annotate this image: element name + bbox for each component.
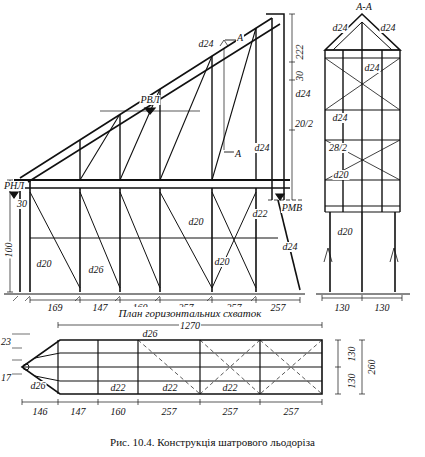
dimension-label: 130 — [347, 346, 357, 363]
dimension-label: 222 — [295, 44, 305, 61]
plan-of-clamps — [12, 322, 365, 405]
dimension-label: 146 — [32, 407, 49, 417]
dimension-label: d26 — [142, 329, 159, 339]
dimension-label: d24 — [295, 89, 312, 99]
dimension-label: 147 — [70, 407, 87, 417]
section-a-a — [316, 14, 410, 301]
dimension-label: d20 — [333, 170, 350, 180]
dimension-label: 257 — [161, 407, 178, 417]
dimension-label: А — [236, 33, 244, 43]
dimension-label: 147 — [92, 303, 109, 313]
dimension-label: 257 — [270, 303, 287, 313]
dimension-label: А — [234, 149, 242, 159]
dimension-label: d26 — [88, 265, 105, 275]
dimension-label: d24 — [198, 39, 215, 49]
dimension-label: РМВ — [281, 203, 303, 213]
dimension-label: 30 — [16, 199, 28, 209]
dimension-label: 257 — [283, 407, 300, 417]
dimension-label: А-А — [355, 2, 373, 12]
dimension-label: d20 — [214, 257, 231, 267]
dimension-label: 169 — [47, 303, 64, 313]
dimension-label: d26 — [30, 381, 47, 391]
dimension-label: d24 — [380, 23, 397, 33]
dimension-label: d22 — [162, 383, 179, 393]
dimension-label: 30 — [295, 70, 305, 82]
dimension-label: 20/2 — [294, 119, 314, 129]
dimension-label: 257 — [222, 407, 239, 417]
dimension-label: 17 — [0, 373, 12, 383]
dimension-label: d24 — [364, 63, 381, 73]
dimension-label: d20 — [36, 259, 53, 269]
dimension-label: 28/2 — [328, 143, 348, 153]
dimension-label: 1270 — [179, 321, 201, 331]
dimension-label: d22 — [252, 209, 269, 219]
dimension-label: 160 — [110, 407, 127, 417]
elevation — [4, 14, 305, 303]
dimension-label: d22 — [222, 383, 239, 393]
dimension-label: d24 — [332, 23, 349, 33]
dimension-label: d20 — [188, 217, 205, 227]
dimension-label: d24 — [254, 143, 271, 153]
dimension-label: d24 — [332, 113, 349, 123]
dimension-label: 23 — [0, 337, 12, 347]
dimension-label: 130 — [374, 303, 391, 313]
plan-heading: План горизонтальних схваток — [118, 307, 263, 319]
dimension-label: d22 — [110, 383, 127, 393]
dimension-label: 130 — [347, 373, 357, 390]
dimension-label: d20 — [337, 227, 354, 237]
dimension-label: 260 — [367, 359, 377, 376]
dimension-label: РВЛ — [140, 95, 161, 105]
dimension-label: 100 — [4, 242, 14, 259]
dimension-label: 130 — [334, 303, 351, 313]
dimension-label: РНЛ — [3, 181, 25, 191]
dimension-label: d24 — [282, 242, 299, 252]
figure-caption: Рис. 10.4. Конструкція шатрового льодорі… — [110, 436, 315, 448]
